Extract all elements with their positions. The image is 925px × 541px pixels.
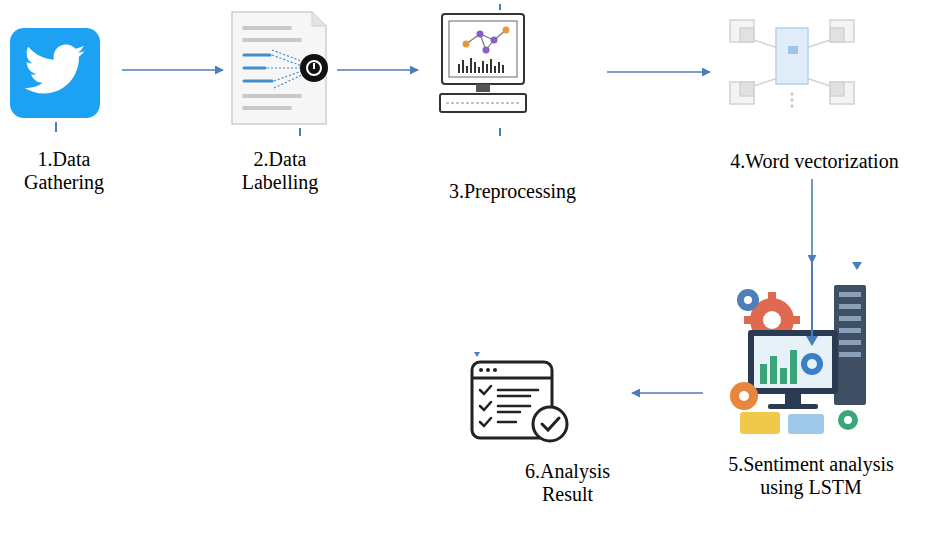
flow-arrow	[811, 179, 813, 263]
step-label: 3.Preprocessing	[420, 180, 605, 203]
process-step: 1.Data Gathering	[8, 25, 120, 196]
process-step: 6.Analysis Result	[455, 335, 630, 508]
process-step: 5.Sentiment analysis using LSTM	[705, 265, 917, 501]
twitter-icon	[10, 28, 100, 132]
document-icon	[232, 12, 328, 136]
step-label: 5.Sentiment analysis using LSTM	[705, 453, 917, 499]
flow-arrow	[122, 69, 223, 71]
process-step: 4.Word vectorization	[712, 12, 917, 175]
computer-icon	[440, 4, 526, 136]
step-label: 6.Analysis Result	[505, 460, 630, 506]
analytics-illustration	[730, 256, 866, 434]
step-label: 2.Data Labelling	[225, 148, 335, 194]
process-step: 3.Preprocessing	[420, 8, 605, 205]
process-step: 2.Data Labelling	[225, 8, 335, 196]
step-label: 4.Word vectorization	[712, 150, 917, 173]
flow-arrow	[632, 392, 703, 394]
vectorization-icon	[730, 20, 854, 108]
step-label: 1.Data Gathering	[8, 148, 120, 194]
flow-arrow	[607, 71, 710, 73]
checklist-icon	[472, 352, 567, 441]
flow-arrow	[337, 69, 418, 71]
